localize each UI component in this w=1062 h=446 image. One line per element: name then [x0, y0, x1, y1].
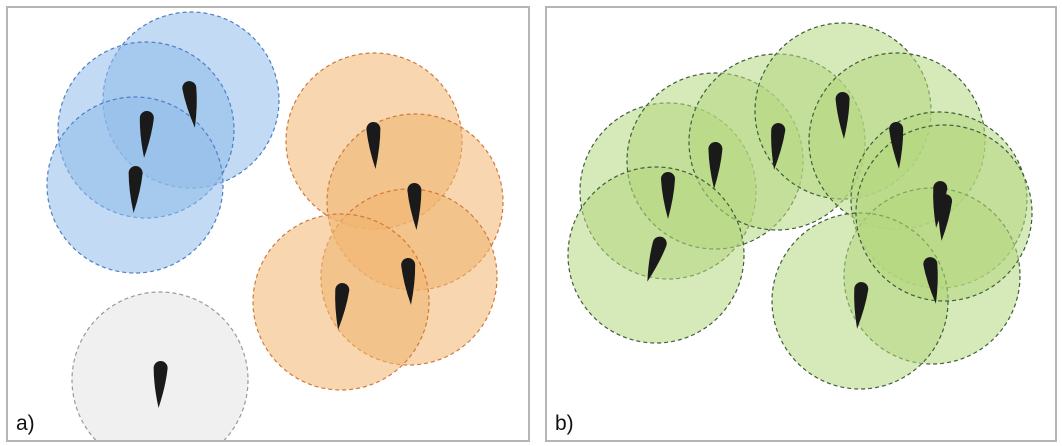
- panel-label-a: a): [16, 412, 35, 435]
- sensor-marker-icon: [854, 282, 869, 329]
- sensor-marker-icon: [182, 81, 197, 128]
- sensor-marker-icon: [335, 283, 350, 330]
- sensor-markers: [647, 92, 953, 329]
- coverage-areas: [46, 11, 504, 440]
- sensor-coverage-diagram-a: [46, 11, 504, 440]
- sensor-marker-icon: [938, 194, 953, 241]
- sensor-marker-icon: [366, 122, 381, 169]
- sensor-marker-icon: [771, 123, 786, 170]
- sensor-marker-icon: [407, 183, 422, 230]
- sensor-marker-icon: [661, 172, 675, 219]
- sensor-marker-icon: [708, 142, 723, 189]
- sensor-marker-icon: [139, 111, 154, 158]
- sensor-marker-icon: [128, 166, 143, 213]
- sensor-markers: [128, 81, 422, 408]
- sensor-marker-icon: [835, 92, 850, 139]
- panel-a: a): [6, 6, 530, 442]
- sensor-marker-icon: [923, 257, 938, 304]
- sensor-coverage-diagram-b: [567, 22, 1033, 390]
- sensor-marker-icon: [153, 361, 168, 408]
- coverage-areas: [567, 22, 1033, 390]
- sensor-marker-icon: [401, 258, 416, 305]
- sensor-marker-icon: [647, 236, 667, 282]
- panel-label-b: b): [555, 412, 574, 435]
- sensor-marker-icon: [889, 122, 904, 169]
- panel-b: b): [545, 6, 1057, 442]
